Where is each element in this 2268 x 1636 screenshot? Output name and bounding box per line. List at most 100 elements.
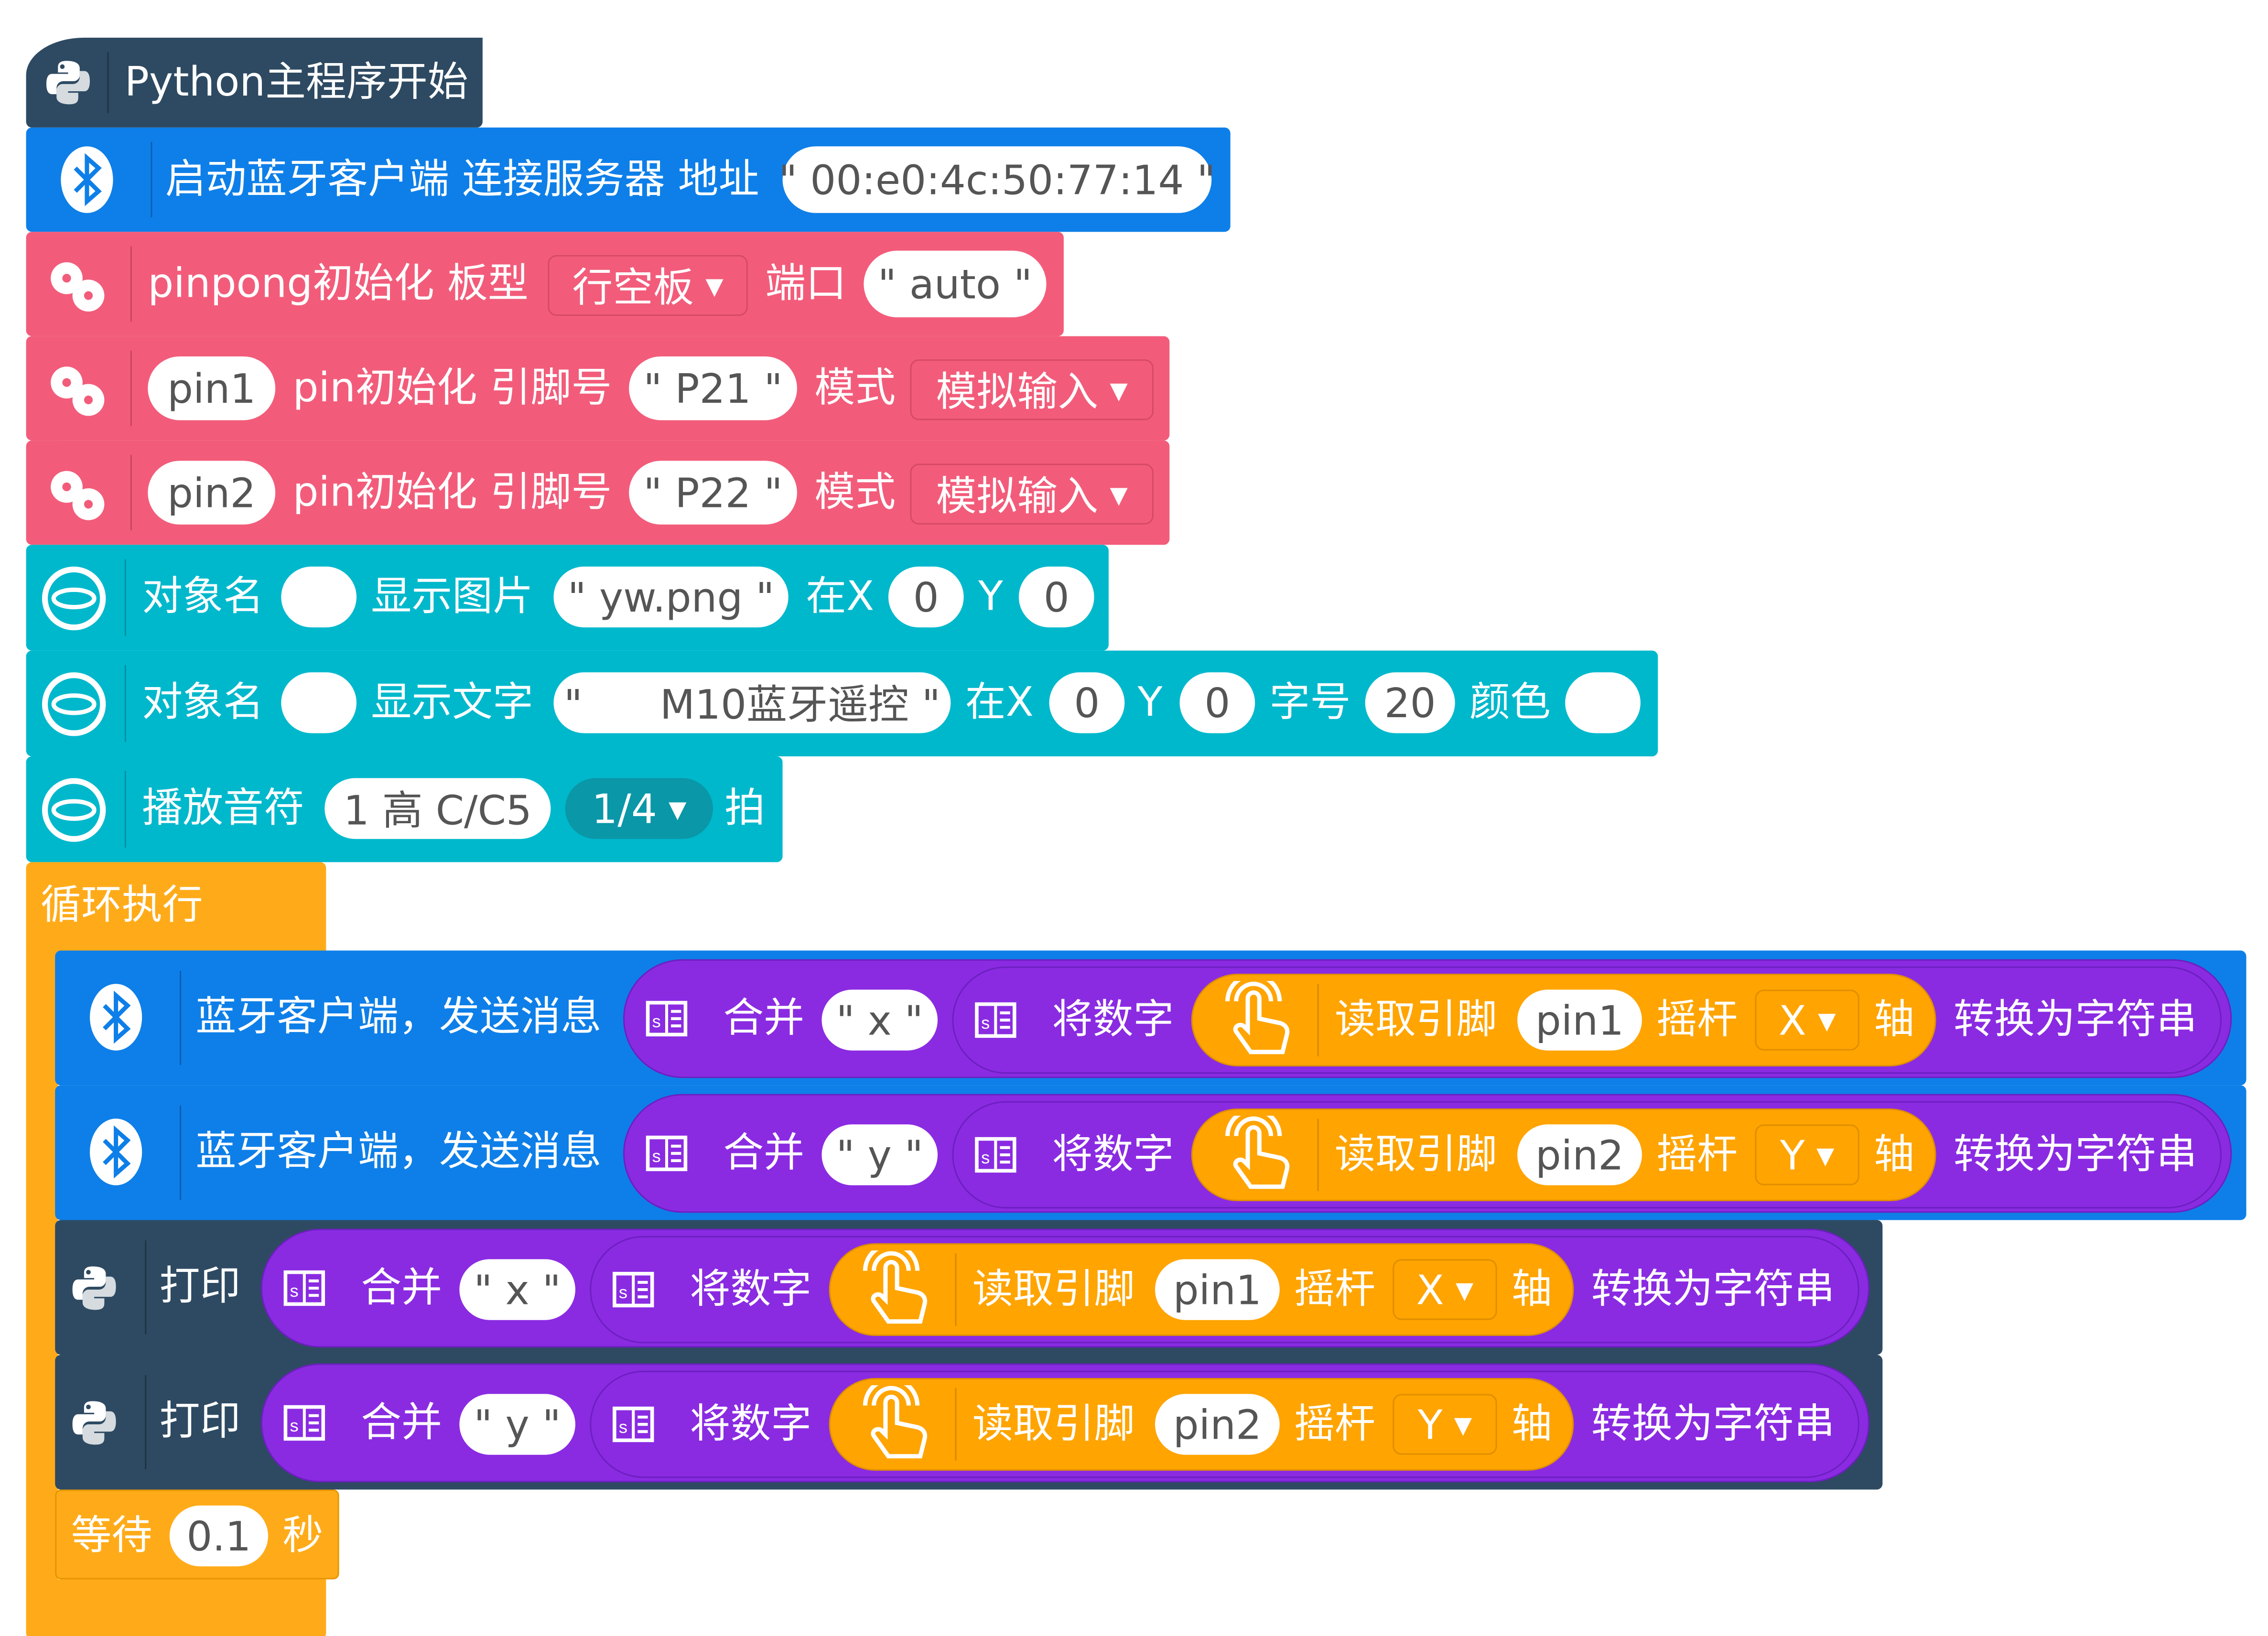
forever-loop-block[interactable]: 循环执行 bbox=[26, 862, 326, 952]
loop-arm bbox=[26, 949, 58, 1587]
show-image-block[interactable]: 对象名 显示图片 " yw.png " 在X 0 Y 0 bbox=[26, 545, 1109, 651]
python-icon bbox=[70, 1263, 119, 1318]
touch-hand-icon bbox=[1216, 973, 1300, 1065]
display-text-input[interactable]: " M10蓝牙遥控 " bbox=[553, 672, 951, 733]
pin2-init-block[interactable]: pin2 pin初始化 引脚号 " P22 " 模式 模拟输入▼ bbox=[26, 440, 1170, 545]
beat-dropdown[interactable]: 1/4▼ bbox=[565, 778, 713, 839]
bt-send-message-block[interactable]: 蓝牙客户端，发送消息 s 合并 " x " s 将数字 读取引脚 pin1 摇杆… bbox=[55, 950, 2246, 1086]
read-pin-label: 读取引脚 bbox=[972, 1399, 1135, 1448]
text-icon: s bbox=[283, 1270, 325, 1306]
pin-variable-input[interactable]: pin2 bbox=[148, 461, 276, 525]
pinpong-init-block[interactable]: pinpong初始化 板型 行空板▼ 端口 " auto " bbox=[26, 232, 1064, 336]
object-name-input[interactable] bbox=[281, 566, 357, 628]
pinpong-icon bbox=[46, 258, 110, 322]
wait-seconds-input[interactable]: 0.1 bbox=[169, 1505, 269, 1567]
x-label: 在X bbox=[806, 572, 875, 620]
wait-block[interactable]: 等待 0.1 秒 bbox=[55, 1489, 339, 1580]
seconds-label: 秒 bbox=[282, 1511, 324, 1560]
color-label: 颜色 bbox=[1469, 678, 1551, 726]
show-text-block[interactable]: 对象名 显示文字 " M10蓝牙遥控 " 在X 0 Y 0 字号 20 颜色 bbox=[26, 650, 1658, 757]
to-number-label: 将数字 bbox=[690, 1265, 812, 1313]
bluetooth-icon bbox=[87, 1117, 145, 1193]
axis-dropdown[interactable]: X▼ bbox=[1755, 990, 1859, 1051]
pin-number-input[interactable]: " P22 " bbox=[629, 461, 797, 525]
note-input[interactable]: 1 高 C/C5 bbox=[324, 778, 551, 839]
join-reporter[interactable]: s 合并 " y " s 将数字 读取引脚 pin2 摇杆 Y▼ 轴 转换为字符… bbox=[260, 1363, 1870, 1483]
font-size-input[interactable]: 20 bbox=[1365, 672, 1455, 733]
port-input[interactable]: " auto " bbox=[864, 250, 1047, 318]
string-input[interactable]: " x " bbox=[459, 1259, 575, 1320]
object-name-input[interactable] bbox=[281, 672, 357, 733]
string-input[interactable]: " y " bbox=[459, 1394, 575, 1455]
mode-label: 模式 bbox=[814, 364, 896, 412]
print-label: 打印 bbox=[159, 1262, 241, 1310]
print-block[interactable]: 打印 s 合并 " y " s 将数字 读取引脚 pin2 摇杆 Y▼ 轴 转换… bbox=[55, 1355, 1883, 1490]
beat-label: 拍 bbox=[724, 784, 766, 832]
pin1-init-block[interactable]: pin1 pin初始化 引脚号 " P21 " 模式 模拟输入▼ bbox=[26, 336, 1170, 441]
join-reporter[interactable]: s 合并 " x " s 将数字 读取引脚 pin1 摇杆 X▼ 轴 转换为字符… bbox=[623, 959, 2232, 1078]
to-string-label: 转换为字符串 bbox=[1591, 1399, 1835, 1448]
axis-dropdown[interactable]: X▼ bbox=[1393, 1259, 1497, 1320]
pin-number-input[interactable]: " P21 " bbox=[629, 356, 797, 420]
read-joystick-reporter[interactable]: 读取引脚 pin1 摇杆 X▼ 轴 bbox=[829, 1242, 1574, 1336]
svg-text:s: s bbox=[981, 1148, 990, 1167]
pin-variable-input[interactable]: pin1 bbox=[148, 356, 276, 420]
axis-label: 轴 bbox=[1512, 1399, 1552, 1448]
axis-dropdown[interactable]: Y▼ bbox=[1755, 1124, 1859, 1185]
pin-variable-input[interactable]: pin2 bbox=[1155, 1394, 1280, 1455]
dropdown-arrow-icon: ▼ bbox=[1110, 480, 1128, 508]
print-block[interactable]: 打印 s 合并 " x " s 将数字 读取引脚 pin1 摇杆 X▼ 轴 转换… bbox=[55, 1220, 1883, 1355]
y-input[interactable]: 0 bbox=[1179, 672, 1255, 733]
pin-variable-input[interactable]: pin1 bbox=[1517, 990, 1642, 1051]
join-label: 合并 bbox=[723, 1129, 805, 1177]
pin-variable-input[interactable]: pin2 bbox=[1517, 1124, 1642, 1185]
joystick-label: 摇杆 bbox=[1656, 995, 1738, 1044]
to-string-reporter[interactable]: s 将数字 读取引脚 pin2 摇杆 Y▼ 轴 转换为字符串 bbox=[590, 1370, 1859, 1478]
color-picker[interactable] bbox=[1565, 672, 1641, 733]
read-joystick-reporter[interactable]: 读取引脚 pin1 摇杆 X▼ 轴 bbox=[1191, 973, 1936, 1066]
bt-send-message-block[interactable]: 蓝牙客户端，发送消息 s 合并 " y " s 将数字 读取引脚 pin2 摇杆… bbox=[55, 1085, 2246, 1220]
mode-dropdown[interactable]: 模拟输入▼ bbox=[910, 359, 1154, 420]
pin-variable-input[interactable]: pin1 bbox=[1155, 1259, 1280, 1320]
to-string-reporter[interactable]: s 将数字 读取引脚 pin2 摇杆 Y▼ 轴 转换为字符串 bbox=[952, 1101, 2222, 1209]
to-string-reporter[interactable]: s 将数字 读取引脚 pin1 摇杆 X▼ 轴 转换为字符串 bbox=[952, 966, 2222, 1074]
x-input[interactable]: 0 bbox=[1049, 672, 1125, 733]
bluetooth-client-start-block[interactable]: 启动蓝牙客户端 连接服务器 地址 " 00:e0:4c:50:77:14 " bbox=[26, 127, 1231, 232]
svg-text:s: s bbox=[981, 1013, 990, 1033]
to-string-reporter[interactable]: s 将数字 读取引脚 pin1 摇杆 X▼ 轴 转换为字符串 bbox=[590, 1236, 1859, 1344]
show-image-label: 显示图片 bbox=[371, 572, 534, 620]
text-icon: s bbox=[975, 1002, 1016, 1038]
mode-label: 模式 bbox=[814, 468, 896, 516]
read-joystick-reporter[interactable]: 读取引脚 pin2 摇杆 Y▼ 轴 bbox=[829, 1377, 1574, 1471]
to-number-label: 将数字 bbox=[690, 1399, 812, 1448]
mode-dropdown[interactable]: 模拟输入▼ bbox=[910, 463, 1154, 525]
pinpong-icon bbox=[46, 466, 110, 530]
play-note-block[interactable]: 播放音符 1 高 C/C5 1/4▼ 拍 bbox=[26, 756, 783, 862]
python-icon bbox=[70, 1398, 119, 1453]
board-type-dropdown[interactable]: 行空板▼ bbox=[548, 255, 748, 316]
x-input[interactable]: 0 bbox=[888, 566, 964, 628]
axis-dropdown[interactable]: Y▼ bbox=[1393, 1394, 1497, 1455]
dropdown-arrow-icon: ▼ bbox=[705, 271, 724, 300]
text-icon: s bbox=[646, 1135, 688, 1172]
wait-label: 等待 bbox=[71, 1511, 152, 1560]
svg-text:s: s bbox=[290, 1416, 299, 1435]
read-joystick-reporter[interactable]: 读取引脚 pin2 摇杆 Y▼ 轴 bbox=[1191, 1108, 1936, 1202]
loop-foot bbox=[26, 1579, 326, 1636]
bt-address-input[interactable]: " 00:e0:4c:50:77:14 " bbox=[778, 146, 1216, 213]
join-reporter[interactable]: s 合并 " y " s 将数字 读取引脚 pin2 摇杆 Y▼ 轴 转换为字符… bbox=[623, 1094, 2232, 1213]
join-reporter[interactable]: s 合并 " x " s 将数字 读取引脚 pin1 摇杆 X▼ 轴 转换为字符… bbox=[260, 1228, 1870, 1348]
y-input[interactable]: 0 bbox=[1018, 566, 1094, 628]
axis-label: 轴 bbox=[1874, 995, 1915, 1044]
y-label: Y bbox=[1137, 678, 1163, 726]
string-input[interactable]: " y " bbox=[821, 1124, 938, 1185]
to-number-label: 将数字 bbox=[1052, 995, 1174, 1044]
python-main-hat-block[interactable]: Python主程序开始 bbox=[26, 37, 483, 128]
text-icon: s bbox=[283, 1405, 325, 1441]
python-icon bbox=[43, 58, 93, 113]
pinpong-icon bbox=[46, 362, 110, 426]
image-file-input[interactable]: " yw.png " bbox=[553, 566, 788, 628]
dropdown-arrow-icon: ▼ bbox=[1816, 1141, 1835, 1169]
string-input[interactable]: " x " bbox=[821, 990, 938, 1051]
